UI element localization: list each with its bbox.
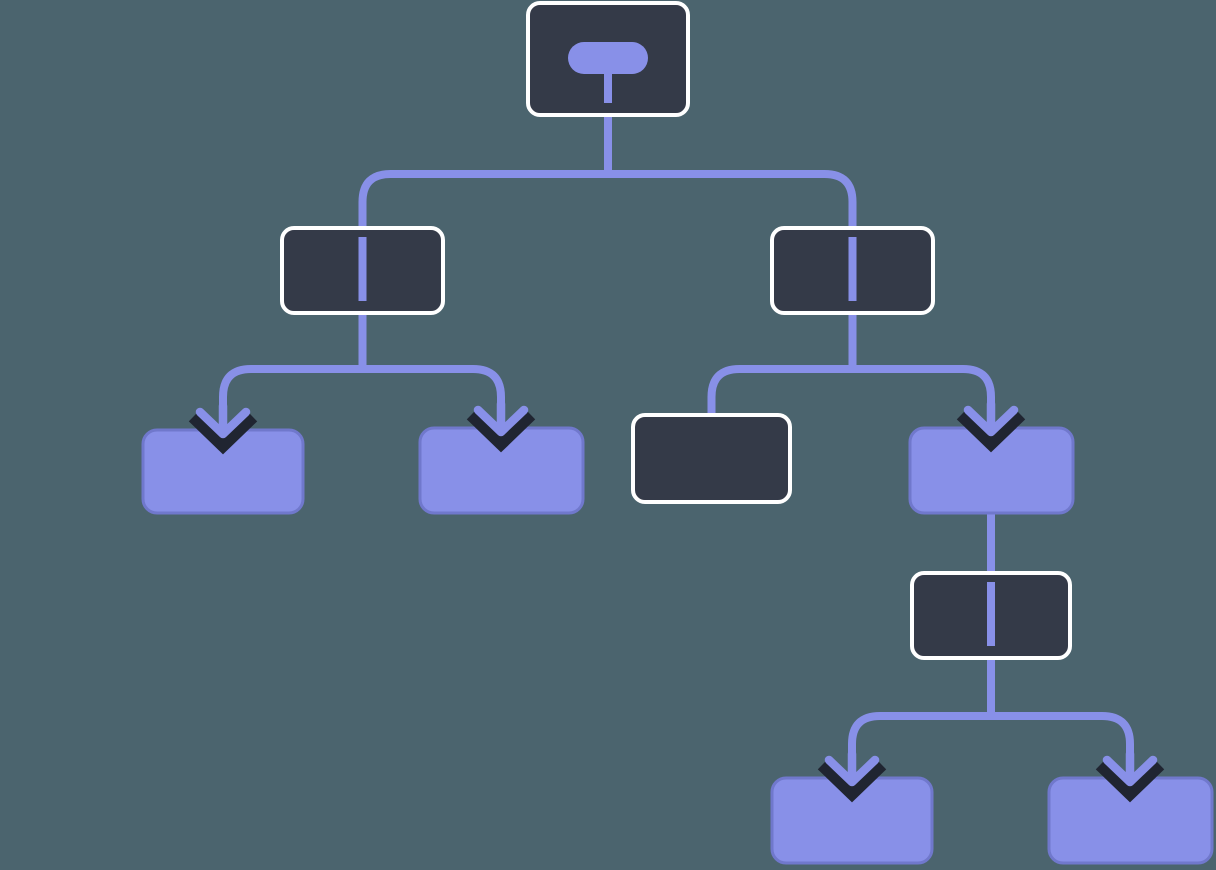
arrow-chevron-purple [824, 749, 880, 787]
arrow-chevron-dark [817, 758, 887, 803]
node-layer [141, 1, 1214, 865]
chevron-down-arrow-icon [466, 399, 536, 453]
arrow-chevron-dark [1095, 758, 1165, 803]
top-rail [358, 170, 857, 230]
bottom-rail [848, 712, 1134, 760]
arrow-layer [188, 399, 1165, 803]
tree-root-pill [568, 42, 648, 74]
chevron-down-arrow-icon [188, 401, 258, 455]
task-node[interactable] [631, 413, 792, 504]
arrow-chevron-dark [466, 408, 536, 453]
tree-root-icon [568, 42, 648, 103]
arrow-chevron-dark [956, 408, 1026, 453]
chevron-down-arrow-icon [1095, 749, 1165, 803]
arrow-chevron-purple [1102, 749, 1158, 787]
arrow-chevron-purple [195, 401, 251, 439]
arrow-chevron-purple [473, 399, 529, 437]
arrow-chevron-purple [963, 399, 1019, 437]
chevron-down-arrow-icon [817, 749, 887, 803]
connector-lines [219, 114, 1134, 760]
left-rail [219, 365, 505, 412]
chevron-down-arrow-icon [956, 399, 1026, 453]
right-rail [707, 365, 995, 419]
arrow-chevron-dark [188, 410, 258, 455]
